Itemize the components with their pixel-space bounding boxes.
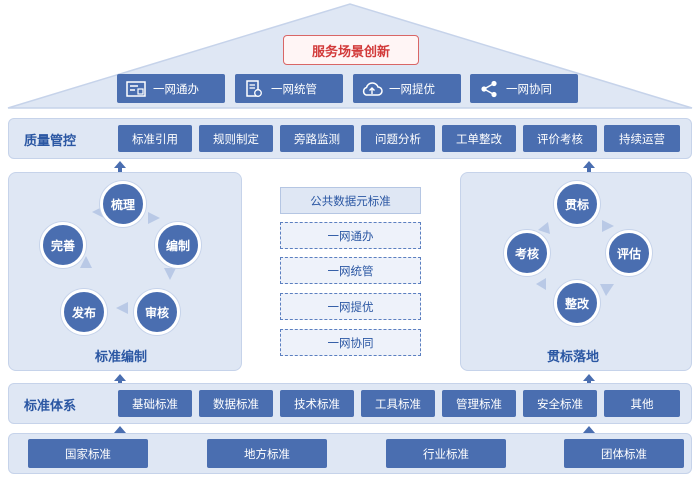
cloud-upload-icon bbox=[361, 79, 383, 99]
source-item-industry: 行业标准 bbox=[386, 439, 506, 468]
middle-item: 一网提优 bbox=[280, 293, 421, 320]
service-innovation-title: 服务场景创新 bbox=[283, 35, 419, 65]
up-arrow-icon bbox=[114, 426, 126, 438]
step-circle-bianzhi: 编制 bbox=[155, 222, 201, 268]
service-item-tongban: 一网通办 bbox=[117, 74, 225, 103]
middle-item: 一网协同 bbox=[280, 329, 421, 356]
standard-item: 基础标准 bbox=[118, 390, 192, 417]
quality-item: 规则制定 bbox=[199, 125, 273, 152]
quality-control-title: 质量管控 bbox=[24, 134, 77, 149]
step-circle-pinggu: 评估 bbox=[606, 230, 652, 276]
standard-item: 技术标准 bbox=[280, 390, 354, 417]
quality-item: 持续运营 bbox=[604, 125, 680, 152]
standard-item: 管理标准 bbox=[442, 390, 516, 417]
quality-item: 工单整改 bbox=[442, 125, 516, 152]
up-arrow-icon bbox=[583, 426, 595, 438]
source-item-national: 国家标准 bbox=[28, 439, 148, 468]
public-data-element-standard: 公共数据元标准 bbox=[280, 187, 421, 214]
quality-item: 问题分析 bbox=[361, 125, 435, 152]
standard-item: 安全标准 bbox=[523, 390, 597, 417]
service-label: 一网协同 bbox=[506, 81, 552, 96]
service-label: 一网统管 bbox=[271, 81, 317, 96]
quality-item: 标准引用 bbox=[118, 125, 192, 152]
middle-item: 一网通办 bbox=[280, 222, 421, 249]
standard-system-title: 标准体系 bbox=[24, 399, 77, 414]
document-gear-icon bbox=[243, 79, 265, 99]
up-arrow-icon bbox=[583, 161, 595, 173]
up-arrow-icon bbox=[114, 161, 126, 173]
step-circle-wanshan: 完善 bbox=[40, 222, 86, 268]
implementation-label: 贯标落地 bbox=[547, 350, 600, 365]
source-item-group: 团体标准 bbox=[564, 439, 684, 468]
standard-drafting-label: 标准编制 bbox=[95, 350, 148, 365]
up-arrow-icon bbox=[114, 374, 126, 386]
standard-item: 工具标准 bbox=[361, 390, 435, 417]
step-circle-guanbiao: 贯标 bbox=[554, 181, 600, 227]
service-item-tongguan: 一网统管 bbox=[235, 74, 343, 103]
cycle-arrows bbox=[536, 220, 614, 296]
up-arrow-icon bbox=[583, 374, 595, 386]
middle-item: 一网统管 bbox=[280, 257, 421, 284]
step-circle-kaohe: 考核 bbox=[504, 230, 550, 276]
step-circle-shenhe: 审核 bbox=[134, 289, 180, 335]
service-label: 一网提优 bbox=[389, 81, 435, 96]
quality-item: 评价考核 bbox=[523, 125, 597, 152]
step-circle-zhenggai: 整改 bbox=[554, 280, 600, 326]
step-circle-shuli: 梳理 bbox=[100, 181, 146, 227]
quality-item: 旁路监测 bbox=[280, 125, 354, 152]
service-label: 一网通办 bbox=[153, 81, 199, 96]
share-icon bbox=[478, 79, 500, 99]
service-item-xietong: 一网协同 bbox=[470, 74, 578, 103]
step-circle-fabu: 发布 bbox=[61, 289, 107, 335]
form-icon bbox=[125, 79, 147, 99]
standard-item: 数据标准 bbox=[199, 390, 273, 417]
source-item-local: 地方标准 bbox=[207, 439, 327, 468]
standard-item: 其他 bbox=[604, 390, 680, 417]
service-item-tiyou: 一网提优 bbox=[353, 74, 461, 103]
